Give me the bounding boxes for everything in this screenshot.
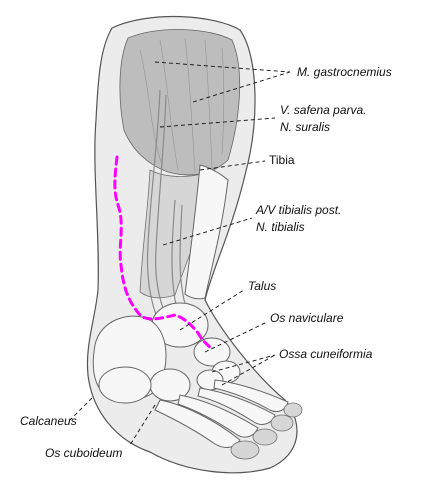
leader-lines — [69, 61, 291, 446]
labels: M. gastrocnemius V. safena parva. N. sur… — [20, 65, 392, 460]
heel-lower — [98, 366, 152, 404]
leader-tibia — [199, 160, 266, 171]
leader-gastrocnemius-2 — [192, 71, 291, 103]
label-naviculare: Os naviculare — [270, 311, 344, 325]
leader-gastrocnemius-1 — [154, 61, 291, 73]
leader-cuboideum — [129, 404, 156, 446]
muscle-fibers — [139, 37, 225, 173]
navicular-bone — [193, 337, 231, 367]
leader-talus — [179, 289, 245, 331]
label-tibialis-post: A/V tibialis post. — [255, 203, 341, 217]
label-talus: Talus — [248, 279, 276, 293]
leg-illustration — [86, 15, 303, 474]
label-cuboideum: Os cuboideum — [45, 446, 122, 460]
leader-safena — [159, 117, 276, 128]
toe-pads — [230, 402, 303, 460]
label-cuneiformia: Ossa cuneiformia — [279, 347, 373, 361]
leader-cuneiformia-2 — [221, 354, 276, 386]
label-suralis: N. suralis — [280, 120, 330, 134]
leader-cuneiformia-1 — [211, 354, 276, 373]
leader-tibialis — [162, 217, 253, 246]
label-calcaneus: Calcaneus — [20, 414, 77, 428]
incision-line — [113, 155, 214, 352]
leader-naviculare — [204, 321, 268, 353]
label-n-tibialis: N. tibialis — [256, 220, 305, 234]
metatarsals — [154, 379, 289, 448]
leader-calcaneus — [69, 397, 93, 421]
label-safena: V. safena parva. — [280, 103, 367, 117]
label-tibia: Tibia — [269, 153, 295, 167]
label-gastrocnemius: M. gastrocnemius — [297, 65, 392, 79]
